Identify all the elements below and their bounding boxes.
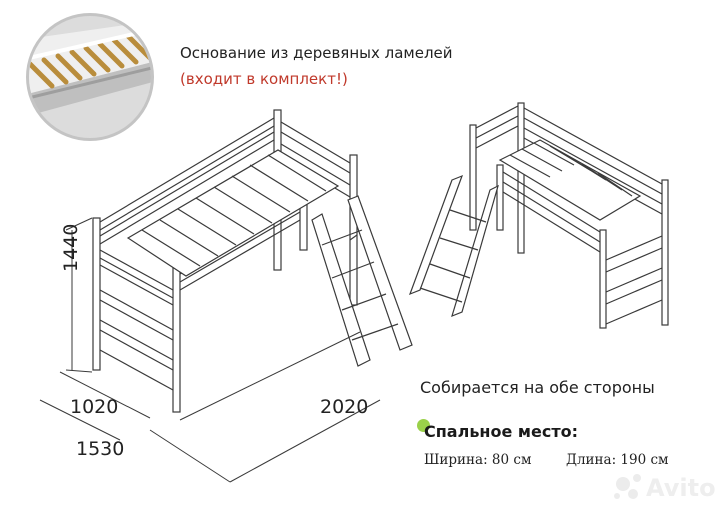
right-bed-slats — [509, 142, 633, 197]
left-bed-slats — [141, 154, 327, 267]
right-bed-ladder — [408, 174, 499, 318]
wood-slats — [29, 33, 151, 89]
depth-dimension: 1020 — [70, 396, 119, 418]
berth-length: Длина: 190 см — [566, 452, 669, 468]
inset-caption: Основание из деревяных ламелей — [180, 44, 453, 62]
watermark-text: Avito — [646, 474, 716, 502]
berth-width: Ширина: 80 см — [424, 452, 532, 468]
total-dimension: 1530 — [76, 438, 125, 460]
loft-bed-left — [92, 109, 413, 413]
accent-dot — [417, 419, 430, 432]
assembly-note: Собирается на обе стороны — [420, 378, 655, 397]
length-dimension: 2020 — [320, 396, 369, 418]
avito-logo-icon — [614, 474, 641, 499]
berth-title: Спальное место: — [424, 422, 578, 441]
inset-note: (входит в комплект!) — [180, 70, 348, 88]
loft-bed-right — [408, 102, 669, 329]
height-dimension: 1440 — [60, 223, 82, 272]
left-bed-ladder — [311, 195, 413, 367]
dimension-lines — [39, 217, 381, 483]
slat-base-inset — [26, 13, 154, 141]
